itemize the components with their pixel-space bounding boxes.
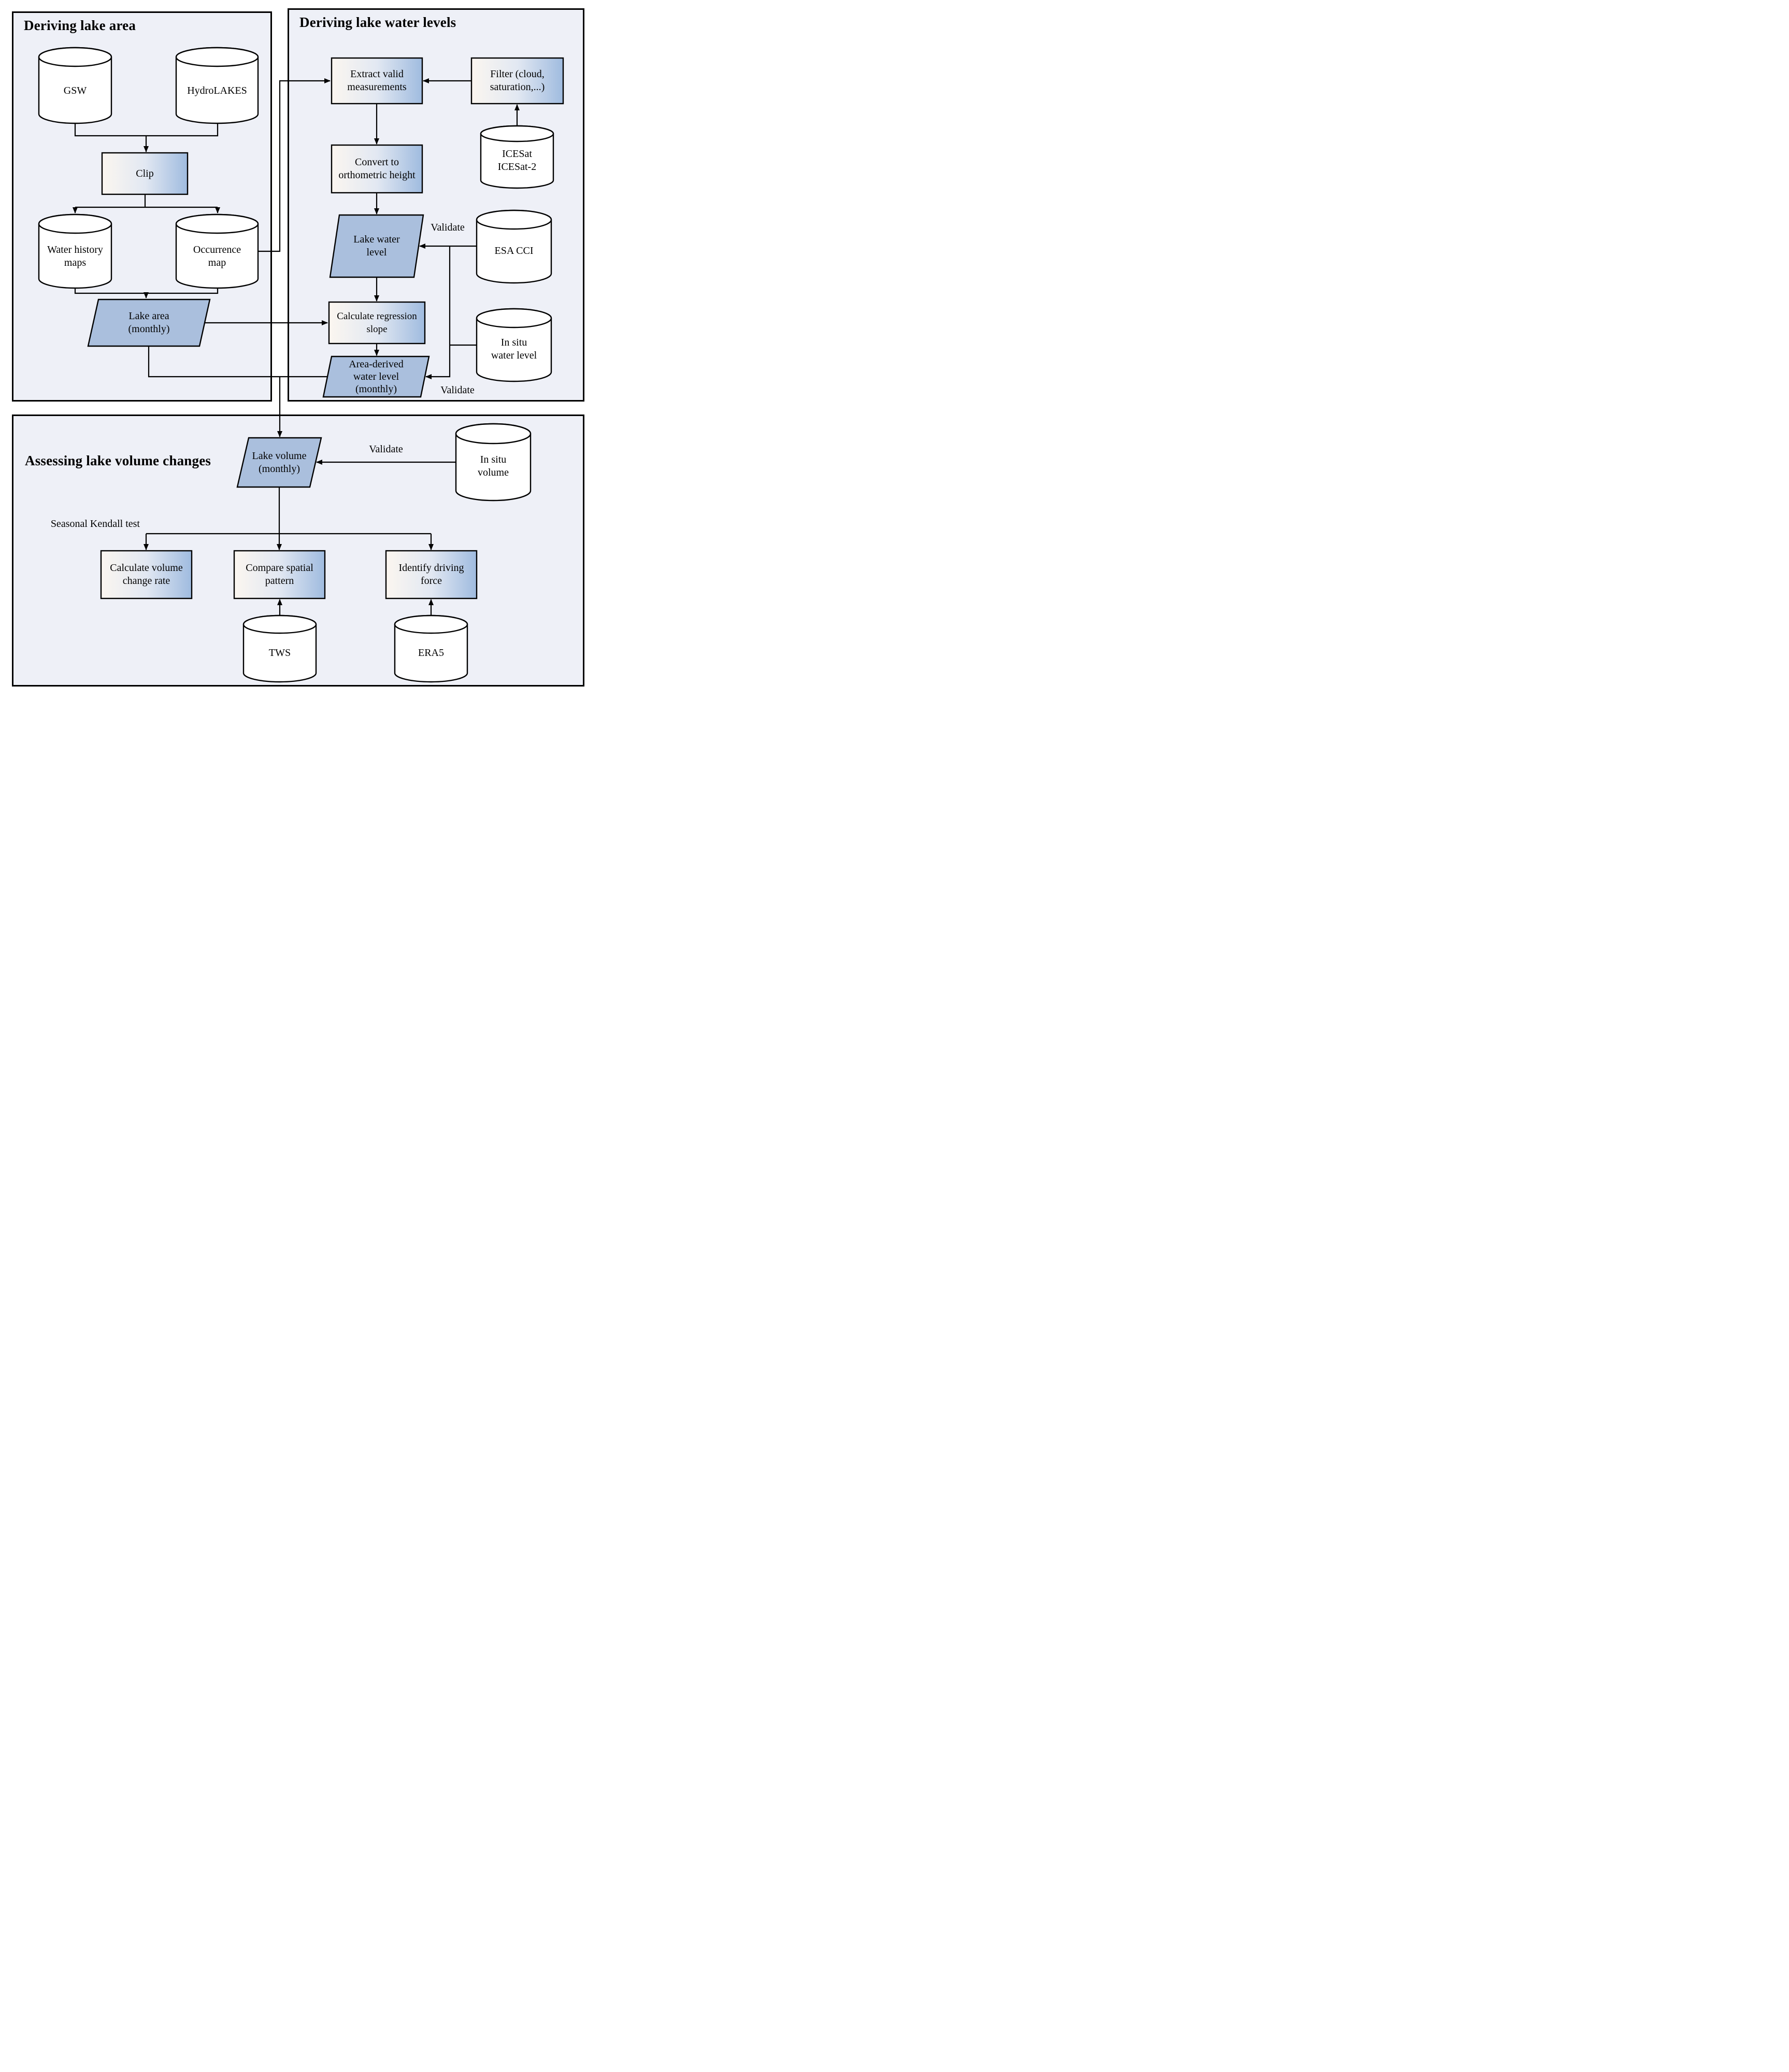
extract-process-shape	[331, 57, 423, 105]
seasonal-kendall-test-label: Seasonal Kendall test	[50, 518, 140, 530]
clip-process-shape	[101, 152, 189, 195]
filter-process-shape	[470, 57, 564, 105]
in-situ-volume-database-shape	[455, 423, 532, 502]
water-history-database-shape	[38, 213, 112, 289]
lake-area-data-shape	[87, 298, 211, 347]
edge-volume-split-rail	[146, 487, 431, 535]
hydrolakes-database-shape	[175, 47, 259, 124]
panel-title-deriving-lake-area: Deriving lake area	[24, 18, 136, 33]
edge-occurrence-to-extract-arrow	[258, 78, 331, 252]
era5-database-shape	[394, 615, 468, 683]
calc-slope-process-shape	[328, 301, 426, 345]
calc-rate-process-shape	[100, 550, 193, 599]
flowchart-canvas: Deriving lake area Deriving lake water l…	[0, 0, 596, 691]
validate-label-lake-volume: Validate	[369, 444, 403, 455]
tws-database-shape	[242, 615, 317, 683]
validate-label-lake-water-level: Validate	[431, 222, 465, 233]
diagram-shape-layer	[38, 47, 564, 683]
convert-process-shape	[331, 144, 423, 194]
esa-cci-database-shape	[476, 209, 552, 284]
lake-water-level-data-shape	[329, 214, 424, 278]
edge-lake-area-to-area-derived-line	[148, 346, 327, 378]
gsw-database-shape	[38, 47, 112, 124]
occurrence-database-shape	[175, 213, 259, 289]
lake-volume-data-shape	[236, 437, 322, 488]
edge-clip-split-rail	[75, 194, 218, 208]
panel-title-assessing-lake-volume-changes: Assessing lake volume changes	[25, 453, 211, 468]
area-derived-data-shape	[322, 355, 430, 398]
compare-process-shape	[233, 550, 326, 599]
validate-label-area-derived: Validate	[440, 384, 475, 396]
identify-process-shape	[385, 550, 478, 599]
panel-title-deriving-lake-water-levels: Deriving lake water levels	[299, 15, 456, 30]
icesat-database-shape	[480, 125, 554, 189]
in-situ-water-level-database-shape	[476, 308, 552, 382]
edge-validate-bus-to-area-derived-arrow	[425, 246, 451, 379]
